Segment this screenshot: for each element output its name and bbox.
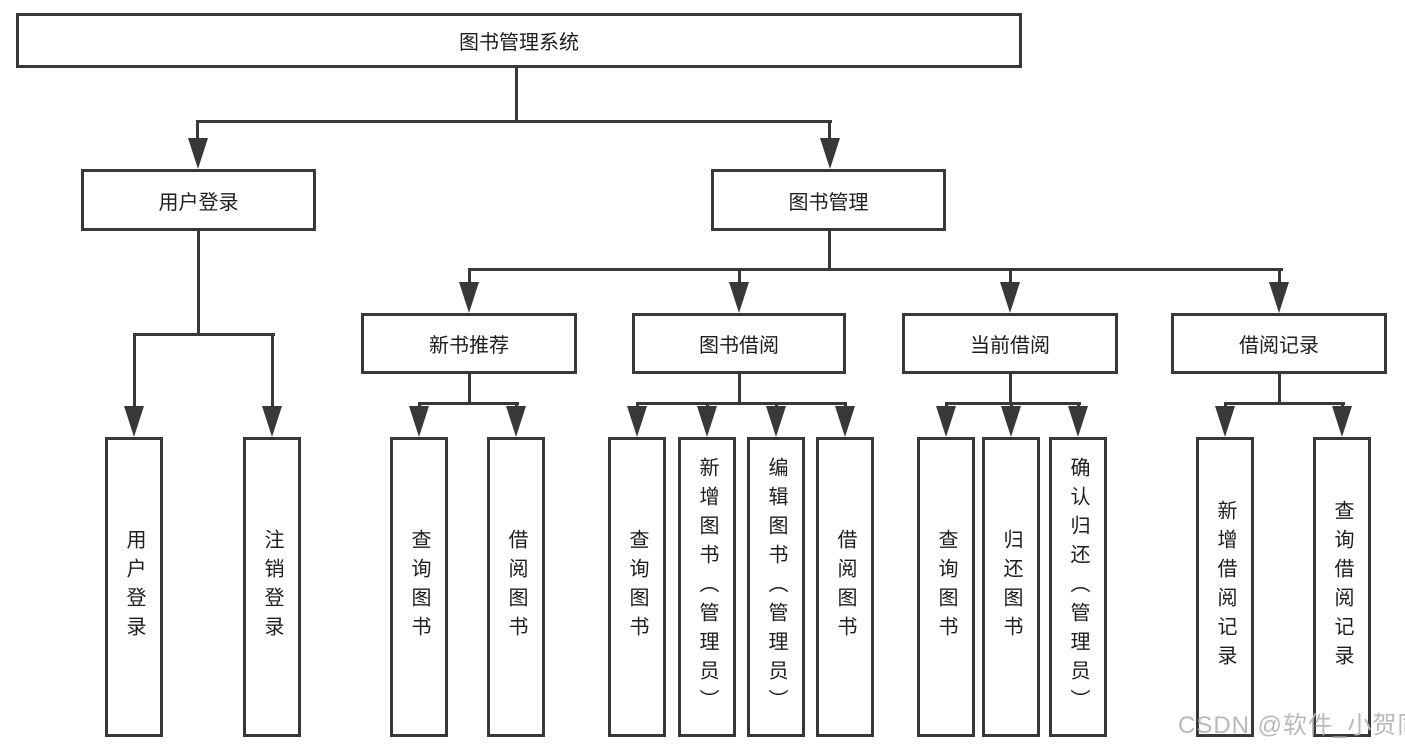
connector-line bbox=[1224, 402, 1345, 405]
watermark: CSDN @软件_小贺同学 bbox=[1178, 712, 1405, 739]
connector-line bbox=[515, 68, 518, 123]
connector-line bbox=[1009, 374, 1012, 405]
node-add-borrow-record: 新增借阅记录 bbox=[1196, 437, 1254, 737]
node-query-books-borrow: 查询图书 bbox=[608, 437, 666, 737]
node-confirm-return-admin-label: 确认归还（管理员） bbox=[1067, 456, 1089, 718]
connector-line bbox=[418, 402, 519, 405]
node-query-books-recommend: 查询图书 bbox=[390, 437, 448, 737]
arrow-down-icon bbox=[1332, 406, 1352, 437]
arrow-down-icon bbox=[1000, 282, 1020, 313]
connector-line bbox=[468, 268, 1283, 271]
node-logout-leaf-label: 注销登录 bbox=[261, 529, 283, 645]
arrow-down-icon bbox=[820, 138, 840, 169]
connector-line bbox=[1009, 268, 1012, 286]
arrow-down-icon bbox=[1001, 406, 1021, 437]
node-login-leaf-label: 用户登录 bbox=[123, 529, 145, 645]
node-book-borrow: 图书借阅 bbox=[632, 313, 846, 374]
node-borrow-books-leaf: 借阅图书 bbox=[816, 437, 874, 737]
node-book-borrow-label: 图书借阅 bbox=[699, 335, 779, 357]
arrow-down-icon bbox=[1215, 406, 1235, 437]
arrow-down-icon bbox=[766, 406, 786, 437]
connector-line bbox=[775, 402, 778, 409]
node-edit-book-admin-label: 编辑图书（管理员） bbox=[765, 456, 787, 718]
node-logout-leaf: 注销登录 bbox=[243, 437, 301, 737]
connector-line bbox=[636, 402, 639, 409]
connector-line bbox=[945, 402, 1081, 405]
arrow-down-icon bbox=[262, 406, 282, 437]
arrow-down-icon bbox=[627, 406, 647, 437]
connector-line bbox=[738, 268, 741, 286]
connector-line bbox=[636, 402, 847, 405]
connector-line bbox=[468, 268, 471, 286]
node-query-borrow-record: 查询借阅记录 bbox=[1313, 437, 1371, 737]
arrow-down-icon bbox=[729, 282, 749, 313]
connector-line bbox=[196, 120, 199, 140]
connector-line bbox=[271, 333, 274, 408]
node-add-borrow-record-label: 新增借阅记录 bbox=[1214, 500, 1236, 674]
node-book-management-label: 图书管理 bbox=[788, 191, 869, 214]
node-user-login: 用户登录 bbox=[81, 169, 316, 231]
connector-line bbox=[738, 374, 741, 405]
node-user-login-label: 用户登录 bbox=[158, 191, 239, 214]
connector-line bbox=[945, 402, 948, 409]
arrow-down-icon bbox=[506, 406, 526, 437]
connector-line bbox=[828, 120, 831, 140]
connector-line bbox=[828, 231, 831, 271]
node-borrow-books-recommend: 借阅图书 bbox=[487, 437, 545, 737]
connector-line bbox=[515, 402, 518, 409]
node-borrow-records: 借阅记录 bbox=[1171, 313, 1387, 374]
arrow-down-icon bbox=[409, 406, 429, 437]
node-query-books-recommend-label: 查询图书 bbox=[408, 529, 430, 645]
node-query-borrow-record-label: 查询借阅记录 bbox=[1331, 500, 1353, 674]
connector-line bbox=[706, 402, 709, 409]
node-edit-book-admin: 编辑图书（管理员） bbox=[747, 437, 805, 737]
node-add-book-admin: 新增图书（管理员） bbox=[678, 437, 736, 737]
connector-line bbox=[197, 231, 200, 336]
node-borrow-books-recommend-label: 借阅图书 bbox=[505, 529, 527, 645]
connector-line bbox=[196, 120, 832, 123]
connector-line bbox=[844, 402, 847, 409]
node-root: 图书管理系统 bbox=[16, 13, 1022, 68]
arrow-down-icon bbox=[835, 406, 855, 437]
arrow-down-icon bbox=[1269, 282, 1289, 313]
arrow-down-icon bbox=[124, 406, 144, 437]
connector-line bbox=[1278, 268, 1281, 286]
connector-line bbox=[468, 374, 471, 405]
node-borrow-records-label: 借阅记录 bbox=[1239, 335, 1319, 357]
node-current-borrow-label: 当前借阅 bbox=[970, 335, 1050, 357]
node-confirm-return-admin: 确认归还（管理员） bbox=[1049, 437, 1107, 737]
node-login-leaf: 用户登录 bbox=[105, 437, 163, 737]
node-add-book-admin-label: 新增图书（管理员） bbox=[696, 456, 718, 718]
arrow-down-icon bbox=[697, 406, 717, 437]
node-root-label: 图书管理系统 bbox=[459, 32, 579, 54]
connector-line bbox=[1278, 374, 1281, 405]
node-query-books-borrow-label: 查询图书 bbox=[626, 529, 648, 645]
connector-line bbox=[1010, 402, 1013, 409]
arrow-down-icon bbox=[936, 406, 956, 437]
connector-line bbox=[133, 333, 136, 408]
node-borrow-books-leaf-label: 借阅图书 bbox=[834, 529, 856, 645]
node-query-books-current: 查询图书 bbox=[917, 437, 975, 737]
node-query-books-current-label: 查询图书 bbox=[935, 529, 957, 645]
node-return-book: 归还图书 bbox=[982, 437, 1040, 737]
node-current-borrow: 当前借阅 bbox=[902, 313, 1118, 374]
connector-line bbox=[418, 402, 421, 409]
node-return-book-label: 归还图书 bbox=[1000, 529, 1022, 645]
arrow-down-icon bbox=[459, 282, 479, 313]
connector-line bbox=[1077, 402, 1080, 409]
node-new-book-recommend-label: 新书推荐 bbox=[429, 335, 509, 357]
connector-line bbox=[1341, 402, 1344, 409]
connector-line bbox=[1224, 402, 1227, 409]
arrow-down-icon bbox=[1068, 406, 1088, 437]
arrow-down-icon bbox=[188, 138, 208, 169]
connector-line bbox=[133, 333, 275, 336]
node-book-management: 图书管理 bbox=[711, 169, 946, 231]
node-new-book-recommend: 新书推荐 bbox=[361, 313, 577, 374]
